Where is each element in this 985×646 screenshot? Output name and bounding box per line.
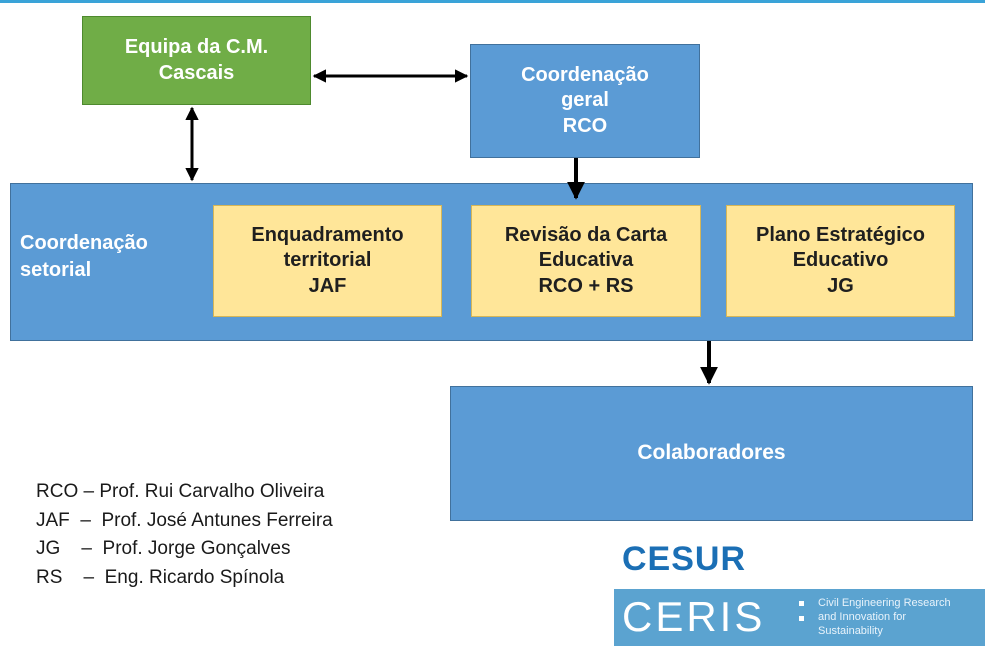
enquadramento-territorial-label: Enquadramento territorial JAF [251, 223, 404, 297]
enquadramento-territorial-box: Enquadramento territorial JAF [213, 205, 442, 317]
revisao-carta-educativa-box: Revisão da Carta Educativa RCO + RS [471, 205, 701, 317]
ceris-logo-dots [799, 601, 804, 635]
legend-item-jg: JG – Prof. Jorge Gonçalves [36, 538, 291, 559]
plano-estrategico-educativo-box: Plano Estratégico Educativo JG [726, 205, 955, 317]
ceris-logo-word: CERIS [622, 593, 766, 640]
coordenacao-setorial-label: Coordenação setorial [20, 232, 148, 281]
coordenacao-geral-box: Coordenação geral RCO [470, 44, 700, 158]
revisao-carta-educativa-label: Revisão da Carta Educativa RCO + RS [504, 223, 668, 297]
legend-item-rco: RCO – Prof. Rui Carvalho Oliveira [36, 481, 325, 502]
colaboradores-label: Colaboradores [637, 441, 786, 465]
legend-item-jaf: JAF – Prof. José Antunes Ferreira [36, 509, 333, 531]
equipa-cm-cascais-label: Equipa da C.M. Cascais [124, 35, 269, 84]
equipa-cm-cascais-box: Equipa da C.M. Cascais [82, 16, 311, 105]
colaboradores-box: Colaboradores [450, 386, 973, 521]
legend-item-rs: RS – Eng. Ricardo Spínola [36, 566, 285, 588]
top-accent-line [0, 0, 985, 3]
ceris-logo: CERIS Civil Engineering Research and Inn… [614, 589, 985, 646]
plano-estrategico-educativo-label: Plano Estratégico Educativo JG [756, 223, 925, 297]
cesur-logo: CESUR [622, 540, 747, 578]
ceris-logo-description: Civil Engineering Research and Innovatio… [818, 597, 951, 637]
legend: RCO – Prof. Rui Carvalho Oliveira JAF – … [36, 478, 333, 592]
coordenacao-geral-label: Coordenação geral RCO [521, 63, 649, 137]
